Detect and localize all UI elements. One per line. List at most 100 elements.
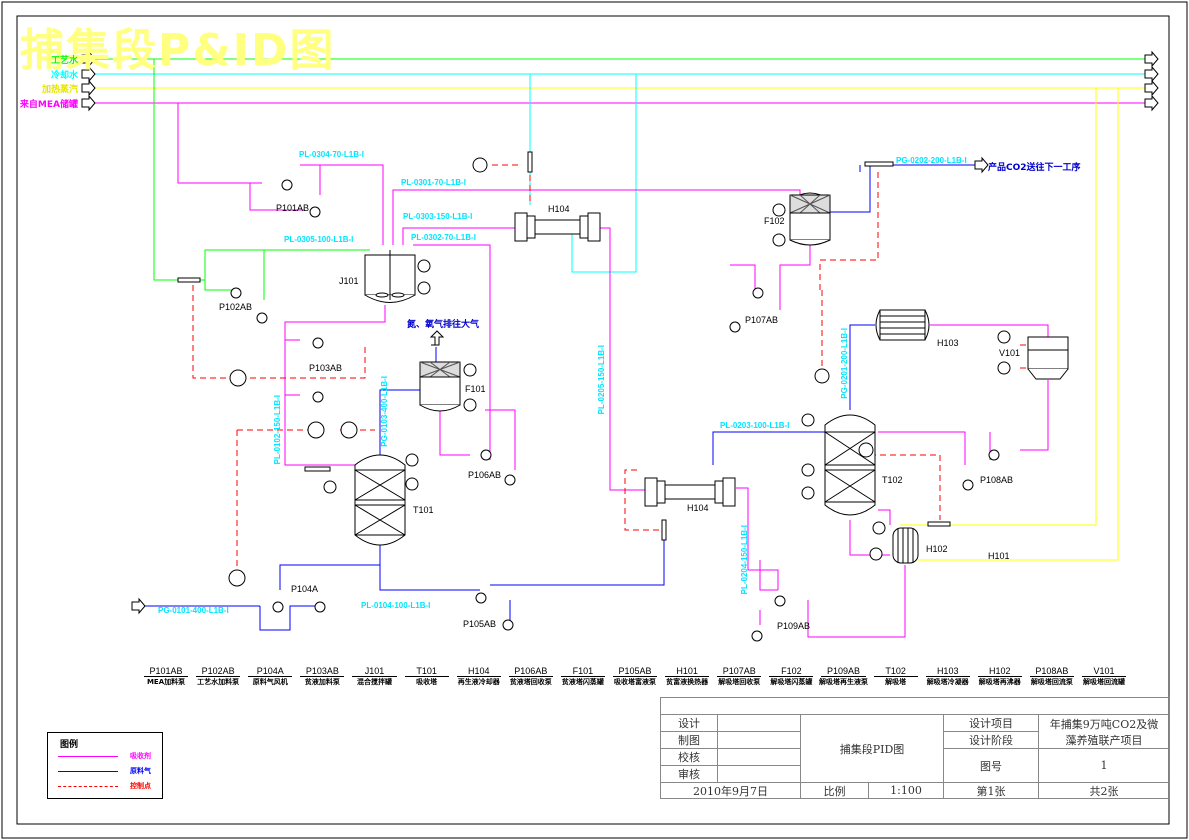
pump-icon (988, 449, 1000, 461)
pump-icon (312, 391, 324, 403)
instrument-icon (229, 369, 247, 387)
tb-drawing-no-label: 图号 (944, 749, 1039, 783)
tank-j101 (364, 250, 416, 303)
instrument-icon (772, 233, 786, 247)
outlet-arrow-icon (1144, 50, 1159, 68)
utility-headers (81, 50, 1159, 112)
column-t101 (354, 454, 406, 546)
line-no-pl0305: PL-0305-100-L1B-I (284, 235, 354, 244)
process-lines (145, 59, 1119, 638)
inlet-arrow-icon (81, 65, 96, 83)
tag-p105ab: P105AB (463, 619, 497, 629)
tb-role: 校核 (661, 749, 718, 766)
instrument-icon (801, 486, 815, 500)
pump-icon (312, 337, 324, 349)
exchanger-h104-bottom (644, 477, 736, 507)
tag-v101: V101 (999, 348, 1021, 358)
instrument-icon (417, 281, 431, 295)
pump-icon (502, 619, 514, 631)
legend: 图例 吸收剂 原料气 控制点 (47, 732, 163, 799)
instrument-icon (405, 477, 419, 491)
tb-project-label: 设计项目 (944, 715, 1039, 732)
line-no-pg0103: PG-0103-400-L1B-I (380, 376, 389, 447)
tag-t102: T102 (882, 475, 903, 485)
note-product-co2: 产品CO2送往下一工序 (988, 163, 1081, 173)
tb-role: 审核 (661, 766, 718, 783)
pump-icon (256, 312, 268, 324)
tag-f102: F102 (764, 216, 785, 226)
instrument-icon (772, 203, 786, 217)
pump-icon (480, 449, 492, 461)
pump-icon (281, 179, 293, 191)
inlet-arrow-icon (81, 50, 96, 68)
legend-item-absorbent: 吸收剂 (58, 752, 156, 762)
inner-border (16, 15, 1170, 825)
outlet-arrow-icon (1144, 79, 1159, 97)
instrument-icon (307, 421, 325, 439)
instrument-icon (869, 547, 883, 561)
instrument-icon (997, 361, 1011, 375)
pump-icon (272, 601, 284, 613)
control-lines (192, 164, 1035, 570)
note-vent-to-atmosphere: 氮、氧气排往大气 (407, 320, 480, 330)
instrument-icon (858, 442, 874, 458)
distributors (177, 151, 951, 541)
instrument-bubbles (228, 157, 1011, 587)
pump-icon (962, 479, 974, 491)
tag-h101: H101 (988, 551, 1010, 561)
instrument-icon (340, 421, 358, 439)
drawing-title: 捕集段P&ID图 (20, 25, 336, 76)
tag-p103ab: P103AB (309, 363, 343, 373)
tag-h102: H102 (926, 544, 948, 554)
tb-date: 2010年9月7日 (661, 783, 801, 798)
drum-v101 (1027, 336, 1069, 380)
tag-f101: F101 (465, 384, 486, 394)
tag-h104-top: H104 (548, 204, 570, 214)
legend-item-control: 控制点 (58, 782, 156, 792)
legend-title: 图例 (60, 740, 79, 750)
instrument-icon (801, 413, 815, 427)
outlet-arrow-icon (1144, 94, 1159, 112)
instrument-icon (417, 259, 431, 273)
pump-symbols (230, 179, 1000, 642)
drum-f101 (419, 330, 461, 412)
reboiler-h102 (892, 527, 919, 564)
inlet-arrow-icon (81, 94, 96, 112)
inlet-arrow-icon (81, 79, 96, 97)
legend-item-feed-gas: 原料气 (58, 767, 156, 777)
instrument-icon (801, 463, 815, 477)
product-outlet-arrow-icon (974, 156, 989, 174)
pump-icon (309, 206, 321, 218)
line-no-pl0104: PL-0104-100-L1B-I (361, 601, 431, 610)
tag-p108ab: P108AB (980, 475, 1014, 485)
instrument-icon (997, 330, 1011, 344)
utility-label-cooling-water: 冷却水 (50, 71, 78, 81)
tb-drawing-name: 捕集段PID图 (801, 715, 944, 783)
tb-drawing-no: 1 (1039, 749, 1169, 783)
legend-dashed-line-icon (58, 786, 118, 787)
pump-icon (774, 595, 786, 607)
tag-t101: T101 (413, 505, 434, 515)
line-no-pg0101: PG-0101-400-L1B-I (158, 606, 229, 615)
instrument-icon (463, 398, 477, 412)
tb-sheet: 第1张 (944, 783, 1039, 798)
instrument-icon (405, 453, 419, 467)
legend-line-icon (58, 756, 118, 757)
line-no-pl0204: PL-0204-150-L1B-I (740, 525, 749, 595)
pump-icon (752, 287, 764, 299)
line-no-pl0302: PL-0302-70-L1B-I (411, 233, 476, 242)
instrument-icon (323, 480, 337, 494)
line-no-pl0304: PL-0304-70-L1B-I (299, 150, 364, 159)
pump-icon (751, 630, 763, 642)
title-block: 设计 制图 校核 审核 捕集段PID图 设计项目 年捕集9万吨CO2及微藻养殖联… (660, 697, 1170, 799)
